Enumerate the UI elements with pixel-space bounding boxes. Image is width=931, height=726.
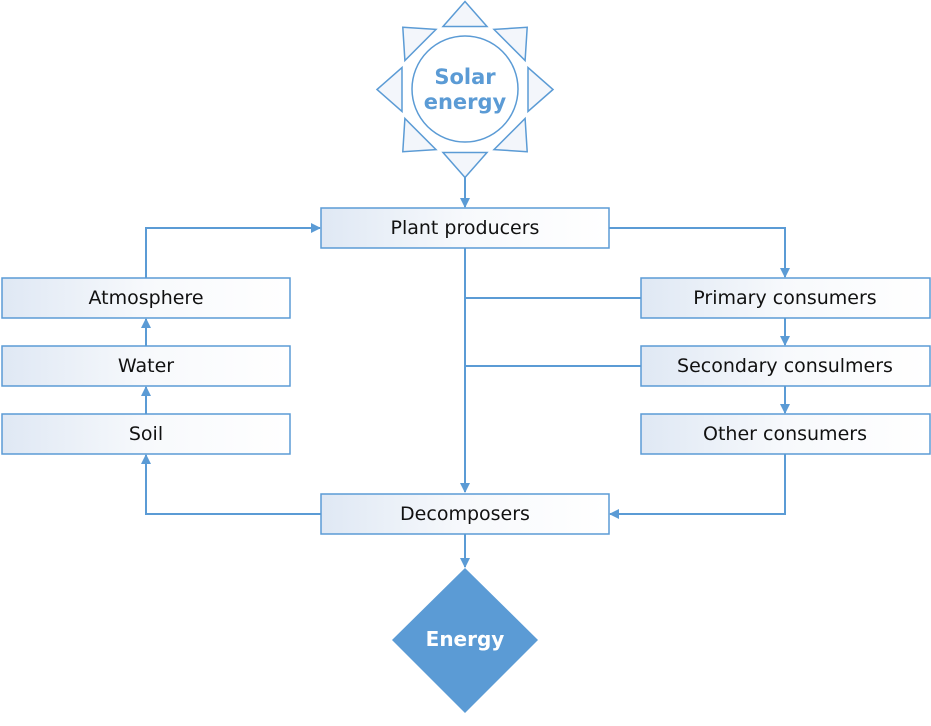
sun-ray-icon [441, 0, 489, 28]
sun-ray-icon [441, 151, 489, 179]
energy-diamond [392, 568, 538, 713]
node-other-consumers: Other consumers [640, 413, 931, 455]
sun-ray-icon [492, 116, 529, 153]
node-secondary-consumers: Secondary consulmers [640, 345, 931, 387]
node-label: Atmosphere [88, 287, 203, 309]
sun-ray-icon [401, 26, 438, 63]
node-atmosphere: Atmosphere [1, 277, 291, 319]
sun-ray-icon [527, 65, 555, 114]
sun-ray-icon [375, 65, 403, 114]
node-label: Other consumers [703, 423, 867, 445]
sun-circle [411, 35, 519, 143]
node-label: Plant producers [391, 217, 540, 239]
node-water: Water [1, 345, 291, 387]
node-plant-producers: Plant producers [320, 207, 610, 249]
node-label: Soil [129, 423, 163, 445]
connectors [141, 177, 790, 568]
solar-energy-sun: Solar energy [375, 0, 555, 179]
node-primary-consumers: Primary consumers [640, 277, 931, 319]
connector-plant-to-primary [609, 227, 790, 278]
connector-atmosphere-to-plant [145, 223, 321, 278]
energy-label: Energy [426, 627, 505, 651]
sun-ray-icon [401, 116, 438, 153]
node-label: Decomposers [400, 503, 530, 525]
sun-label-line2: energy [424, 90, 507, 114]
node-label: Primary consumers [693, 287, 876, 309]
node-soil: Soil [1, 413, 291, 455]
sun-label-line1: Solar [434, 65, 496, 89]
node-energy: Energy [392, 568, 538, 713]
connector-decomposers-to-soil [141, 454, 321, 515]
node-label: Water [118, 355, 174, 377]
node-decomposers: Decomposers [320, 493, 610, 535]
sun-ray-icon [492, 26, 529, 63]
connector-other-to-decomposers [609, 454, 786, 519]
node-label: Secondary consulmers [677, 355, 893, 377]
